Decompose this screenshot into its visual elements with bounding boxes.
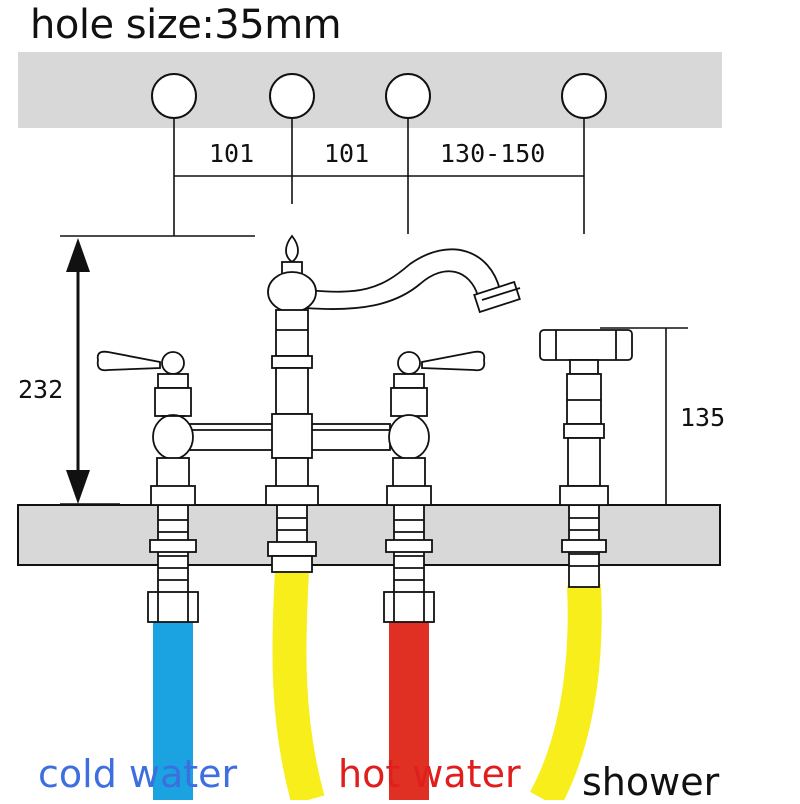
side-sprayer (539, 329, 633, 506)
sink-deck (17, 504, 721, 566)
faucet-yellow-hose (272, 569, 325, 804)
left-shank (147, 504, 199, 623)
shower-label: shower (582, 760, 720, 804)
hole-3 (385, 73, 431, 119)
hot-water-hose (389, 622, 429, 800)
sprayer-height-label: 135 (680, 403, 725, 432)
height-arrow-head-top (66, 238, 90, 272)
faucet-assembly (96, 234, 633, 506)
hole-4 (561, 73, 607, 119)
hole-2 (269, 73, 315, 119)
hot-water-label: hot water (338, 752, 521, 796)
hole-dimension-lines (60, 118, 688, 505)
cold-water-label: cold water (38, 752, 238, 796)
shower-yellow-hose (529, 584, 602, 804)
right-handle-valve (386, 350, 486, 506)
center-spout (265, 234, 521, 506)
hole-1 (151, 73, 197, 119)
right-shank (383, 504, 435, 623)
hole-spacing-3-label: 130-150 (440, 139, 545, 168)
mounting-plate (18, 52, 722, 128)
height-arrow-head-bottom (66, 470, 90, 504)
hole-size-title: hole size:35mm (30, 2, 342, 48)
center-shank (267, 504, 317, 573)
sprayer-shank (561, 504, 607, 588)
mounting-holes (151, 73, 607, 119)
hole-spacing-1-label: 101 (209, 139, 254, 168)
cold-water-hose (153, 622, 193, 800)
hole-spacing-2-label: 101 (324, 139, 369, 168)
faucet-height-label: 232 (18, 375, 63, 404)
left-handle-valve (96, 350, 196, 506)
